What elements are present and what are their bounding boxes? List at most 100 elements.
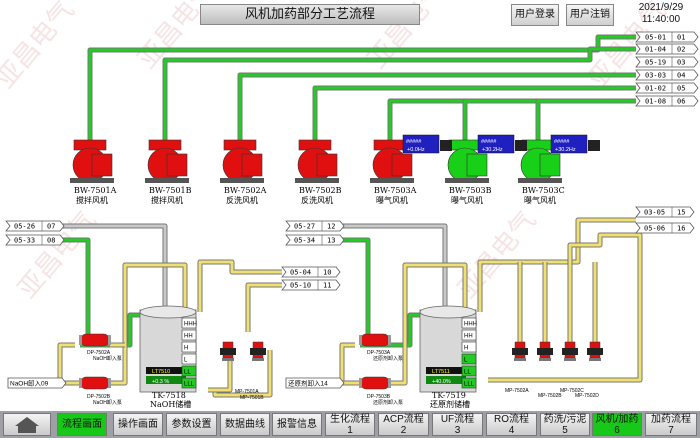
svg-text:BW-7502A: BW-7502A	[224, 186, 267, 195]
svg-text:15: 15	[677, 209, 685, 217]
feed-tag[interactable]: NaOH卸入09	[7, 377, 67, 389]
svg-text:BW-7503A: BW-7503A	[374, 186, 417, 195]
pipe-blower-d-outline	[312, 85, 636, 142]
nav-label: 2	[400, 425, 407, 436]
pump-label: MP-7502B	[538, 393, 562, 399]
pipe-yellow-l1-outline	[35, 342, 75, 386]
nav-label: ACP流程	[383, 414, 424, 425]
svg-text:BW-7501B: BW-7501B	[149, 186, 192, 195]
nav-label: 3	[454, 425, 461, 436]
feed-tag[interactable]: 还原剂卸入14	[285, 377, 345, 389]
svg-text:BW-7503C: BW-7503C	[522, 186, 565, 195]
nav-button-0[interactable]: 流程画面	[57, 413, 107, 436]
nav-label: 操作画面	[118, 419, 158, 430]
pump-label: 还原剂卸入泵	[373, 399, 403, 406]
nav-button-3[interactable]: 数据曲线	[220, 413, 270, 436]
svg-text:05-33: 05-33	[14, 237, 35, 245]
svg-text:HHH: HHH	[184, 322, 197, 328]
user-login-button[interactable]: 用户登录	[511, 4, 559, 26]
svg-text:#####: #####	[481, 139, 497, 145]
svg-text:05-27: 05-27	[294, 223, 315, 231]
svg-text:LT7511: LT7511	[432, 369, 450, 375]
home-button[interactable]	[3, 413, 51, 436]
svg-text:曝气风机: 曝气风机	[451, 195, 483, 205]
nav-button-1[interactable]: 操作画面	[113, 413, 163, 436]
svg-text:03-05: 03-05	[644, 209, 665, 217]
svg-text:13: 13	[327, 237, 335, 245]
svg-text:05-10: 05-10	[290, 282, 311, 290]
svg-text:LT7510: LT7510	[152, 369, 170, 375]
nav-label: 6	[614, 425, 620, 436]
metering-pump-MP-7502C[interactable]	[562, 341, 578, 361]
user-logout-button[interactable]: 用户注销	[566, 4, 614, 26]
svg-text:#####: #####	[406, 139, 422, 145]
pump-DP-7502A[interactable]	[79, 333, 111, 347]
pipe-blower-c	[238, 73, 636, 142]
pump-label: DP-7502B	[87, 394, 111, 400]
pump-DP-7503B[interactable]	[359, 376, 391, 390]
svg-text:05: 05	[677, 85, 685, 93]
svg-text:反洗风机: 反洗风机	[301, 195, 333, 205]
nav-label: 报警信息	[277, 419, 317, 430]
pipe-yellow-r8	[568, 233, 636, 350]
nav-button-2[interactable]: 参数设置	[166, 413, 217, 436]
pump-DP-7502B[interactable]	[79, 376, 111, 390]
pump-label: MP-7502A	[505, 388, 529, 394]
tag-03-05[interactable]: 03-05 15	[635, 206, 695, 218]
svg-text:LL: LL	[184, 370, 191, 376]
pipe-yellow-r5	[488, 233, 642, 382]
pipe-yellow-r3	[390, 263, 467, 385]
svg-text:05-01: 05-01	[645, 34, 666, 42]
metering-pump-MP-7501A[interactable]	[220, 341, 236, 361]
svg-text:+30.2Hz: +30.2Hz	[555, 147, 576, 153]
svg-text:07: 07	[47, 223, 55, 231]
blower-frequency-display: ##### +30.2Hz	[550, 134, 600, 154]
metering-pump-MP-7502D[interactable]	[587, 341, 603, 361]
nav-label: 7	[668, 425, 674, 436]
svg-text:+0.3 %: +0.3 %	[152, 379, 169, 385]
pipe-blower-b-outline	[162, 46, 636, 142]
metering-pump-MP-7501B[interactable]	[250, 341, 266, 361]
nav-label: 5	[562, 425, 568, 436]
home-icon	[15, 417, 39, 433]
svg-text:#####: #####	[554, 139, 570, 145]
pipe-blower-d	[313, 86, 636, 142]
metering-pump-MP-7502A[interactable]	[512, 341, 528, 361]
svg-text:05-04: 05-04	[290, 269, 311, 277]
blower-frequency-display: #####+0.0Hz	[402, 134, 452, 154]
pump-label: DP-7502A	[87, 350, 111, 356]
pump-DP-7503A[interactable]	[359, 333, 391, 347]
metering-pump-MP-7502B[interactable]	[537, 341, 553, 361]
nav-button-4[interactable]: 报警信息	[272, 413, 322, 436]
svg-text:LL: LL	[464, 370, 471, 376]
